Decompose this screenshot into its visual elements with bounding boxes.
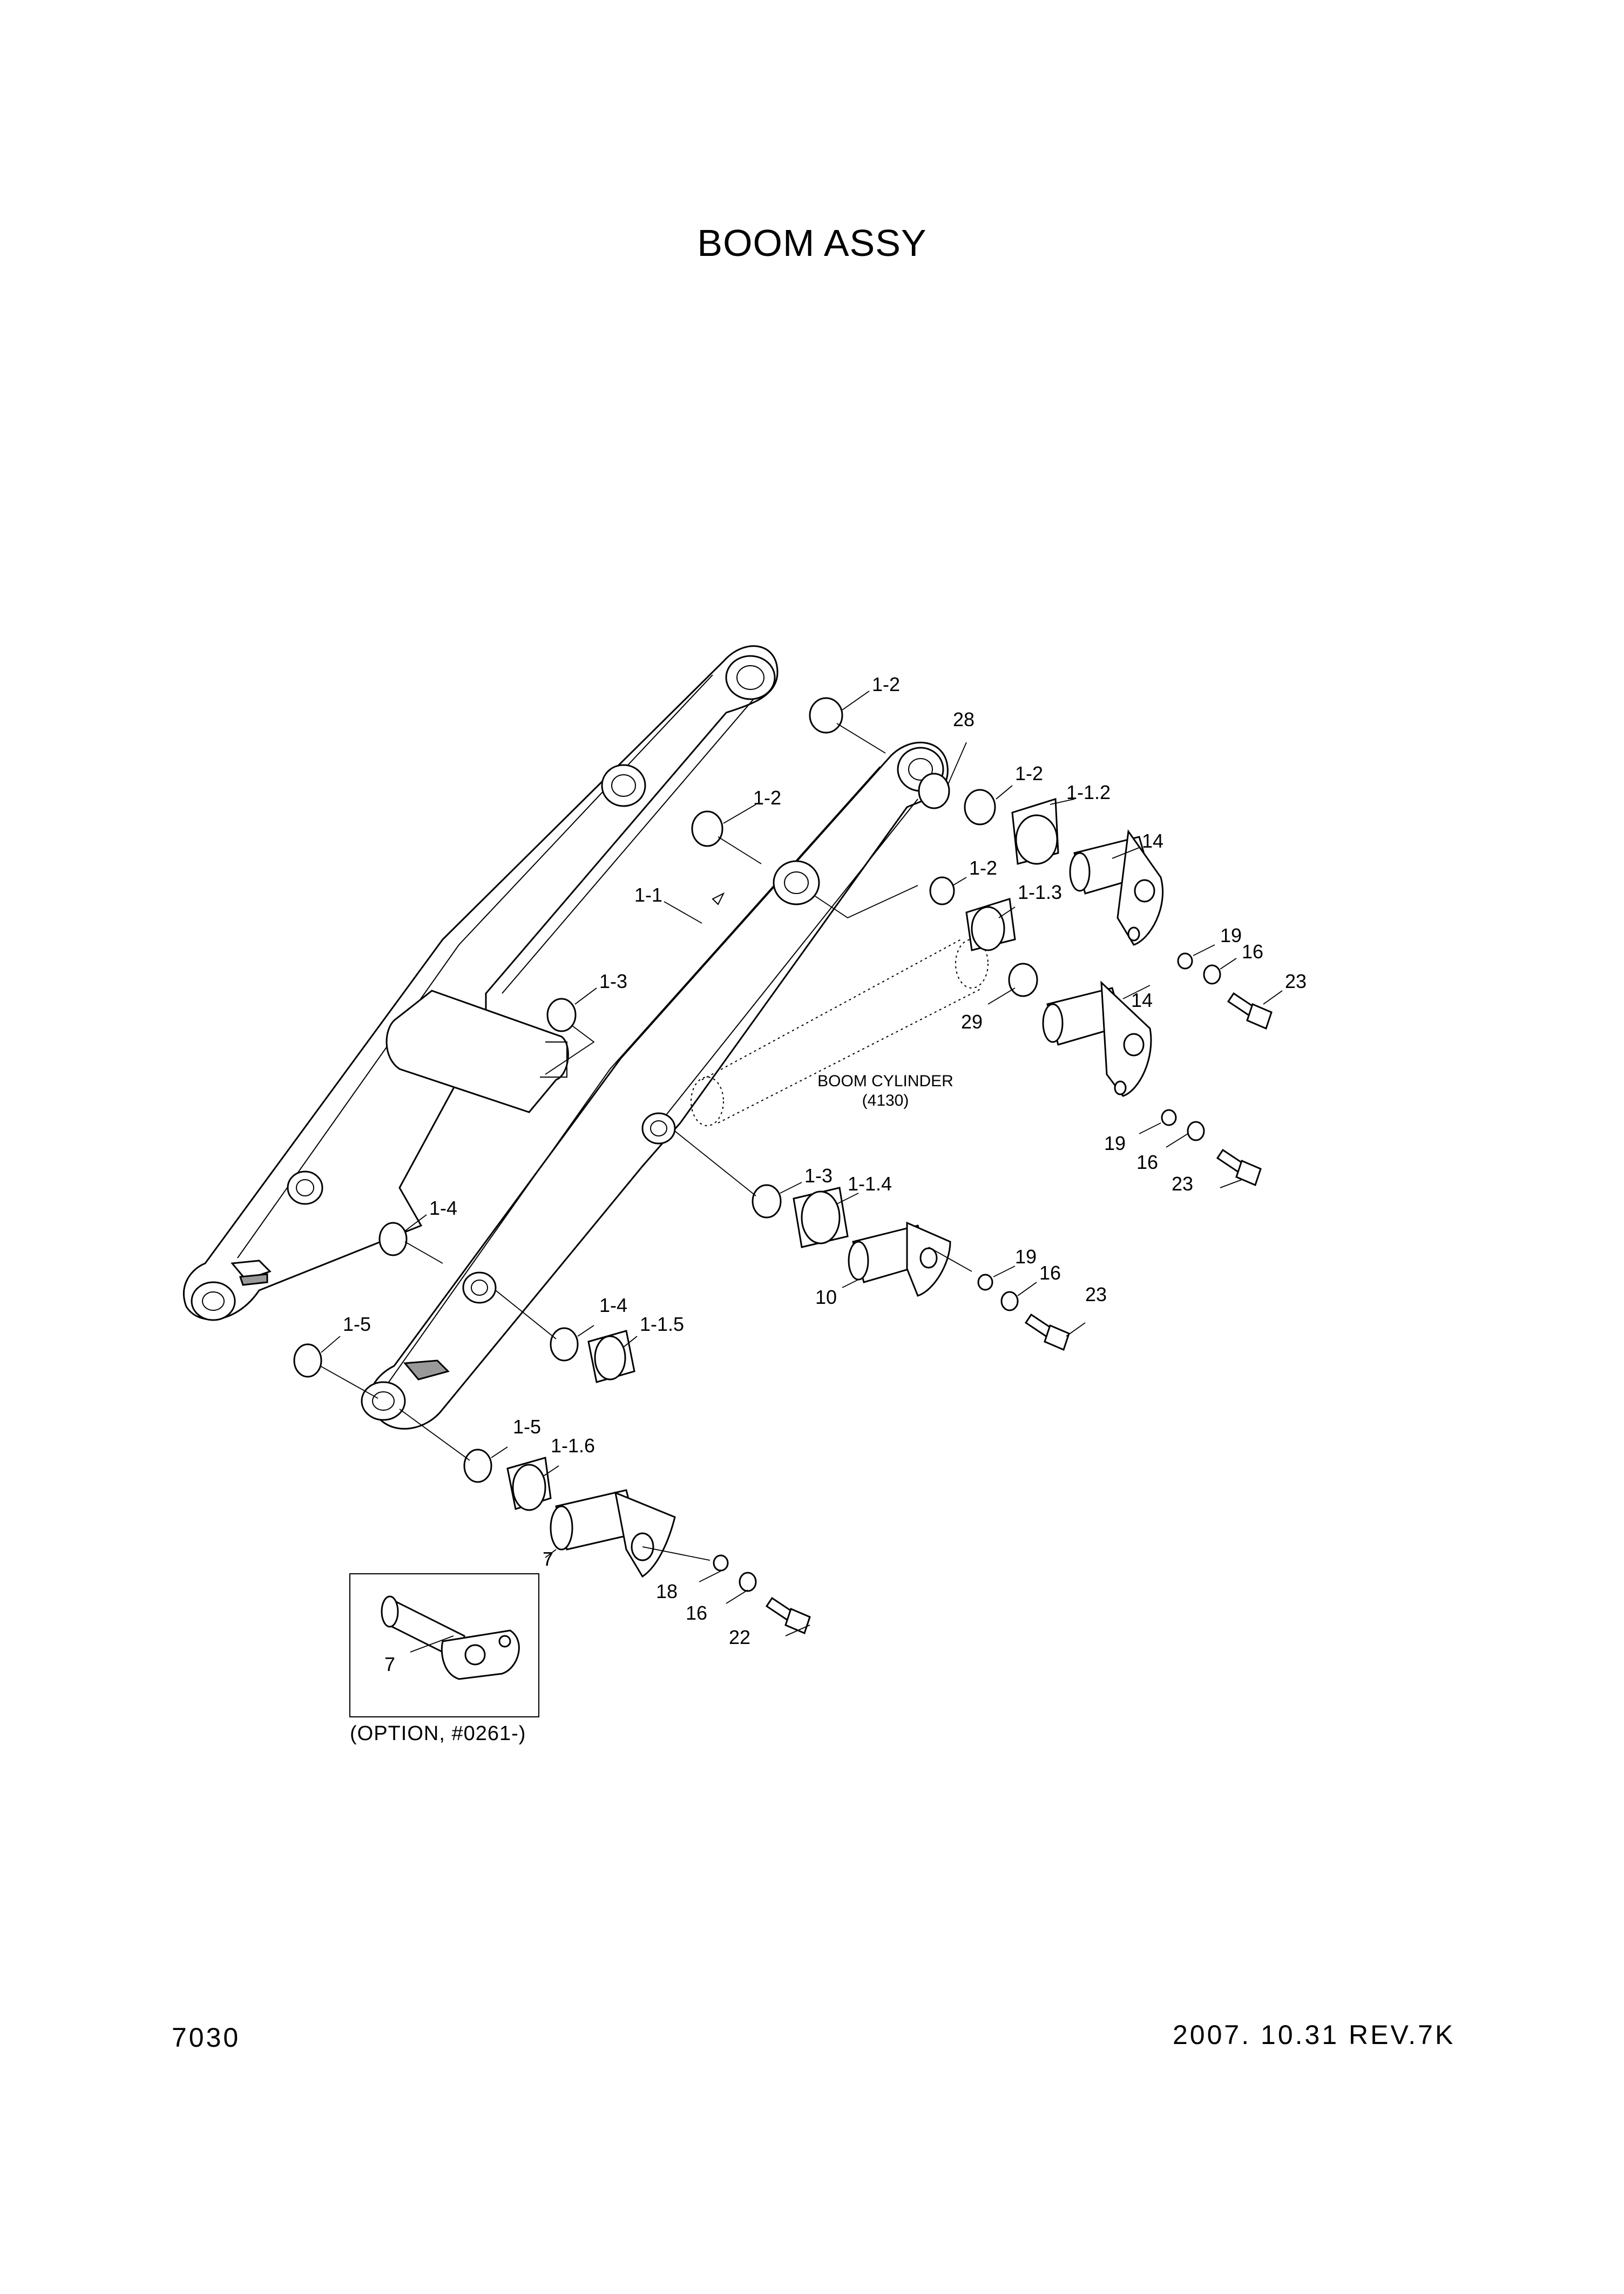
callout-1-5: 1-5 [513, 1416, 541, 1438]
callout-7: 7 [543, 1548, 553, 1570]
callout-1-5: 1-5 [343, 1313, 371, 1335]
drawing-title: BOOM ASSY [697, 222, 927, 264]
callout-1-2: 1-2 [969, 857, 997, 879]
callout-1-1-3: 1-1.3 [1018, 881, 1062, 903]
callout-16: 16 [1242, 940, 1263, 963]
callout-19: 19 [1220, 924, 1242, 946]
callout-1-1-2: 1-1.2 [1066, 781, 1111, 803]
callout-19: 19 [1104, 1132, 1126, 1154]
callout-14: 14 [1142, 830, 1163, 852]
callout-1-1-6: 1-1.6 [551, 1434, 595, 1457]
callout-1-3: 1-3 [599, 970, 627, 992]
callout-19: 19 [1015, 1246, 1037, 1268]
callout-29: 29 [961, 1011, 983, 1033]
callout-1-4: 1-4 [599, 1294, 627, 1316]
callout-22: 22 [729, 1626, 750, 1648]
callout-10: 10 [815, 1286, 837, 1308]
boom-cylinder-ref: (4130) [862, 1092, 909, 1109]
callout-23: 23 [1285, 970, 1307, 992]
callout-1-4: 1-4 [429, 1197, 457, 1219]
boom-cylinder-name: BOOM CYLINDER [817, 1072, 953, 1090]
page-number: 7030 [172, 2022, 241, 2053]
callout-23: 23 [1172, 1173, 1193, 1195]
boom-cylinder-label: BOOM CYLINDER (4130) [810, 1072, 961, 1111]
hardware [293, 697, 1273, 1635]
callout-23: 23 [1085, 1283, 1107, 1305]
left-boom-arm [183, 645, 779, 1321]
callout-16: 16 [1039, 1262, 1061, 1284]
revision-stamp: 2007. 10.31 REV.7K [1173, 2020, 1456, 2050]
callout-28: 28 [953, 708, 975, 730]
callout-1-3: 1-3 [804, 1165, 833, 1187]
callout-16: 16 [686, 1602, 707, 1624]
callout-1-2: 1-2 [1015, 762, 1043, 784]
option-inset [349, 1573, 539, 1717]
callout-7: 7 [384, 1653, 395, 1675]
callout-1-2: 1-2 [872, 673, 900, 695]
callout-1-2: 1-2 [753, 787, 781, 809]
callout-labels: 1-2 28 1-2 1-1.2 14 1-2 1-2 1-1.3 1-1 1-… [343, 673, 1307, 1675]
callout-16: 16 [1136, 1151, 1158, 1173]
callout-1-1-4: 1-1.4 [848, 1173, 892, 1195]
callout-1-1: 1-1 [634, 884, 662, 906]
option-caption: (OPTION, #0261-) [350, 1722, 526, 1745]
boom-cylinder-outline [691, 939, 989, 1126]
leader-lines [320, 691, 1283, 1653]
callout-14: 14 [1131, 989, 1153, 1011]
callout-1-1-5: 1-1.5 [640, 1313, 684, 1335]
callout-18: 18 [656, 1580, 678, 1602]
